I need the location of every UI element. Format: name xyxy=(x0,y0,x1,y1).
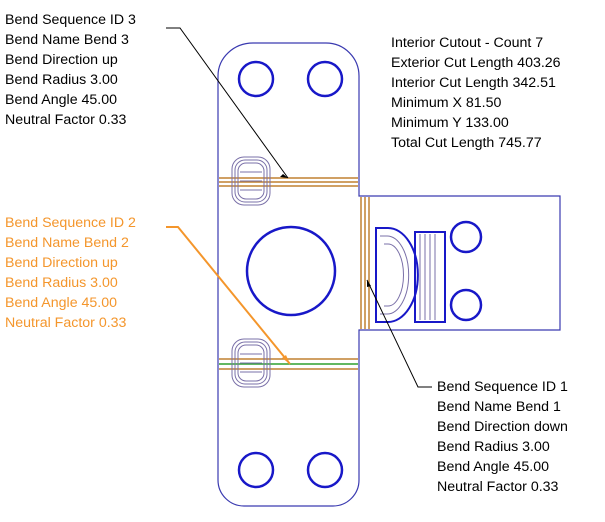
minimum-y: Minimum Y 133.00 xyxy=(391,115,509,131)
bend-3-leader xyxy=(166,27,289,179)
bend-1-name: Bend Name Bend 1 xyxy=(437,399,561,415)
mounting-hole-top-right[interactable] xyxy=(306,60,344,98)
bend-1-sequence-id: Bend Sequence ID 1 xyxy=(437,379,568,395)
interior-cut-length: Interior Cut Length 342.51 xyxy=(391,75,556,91)
bend-2-angle: Bend Angle 45.00 xyxy=(5,295,118,311)
total-cut-length: Total Cut Length 745.77 xyxy=(391,135,542,151)
bend-2-radius: Bend Radius 3.00 xyxy=(5,275,118,291)
bend-1-direction: Bend Direction down xyxy=(437,419,568,435)
mounting-hole-flange-bottom[interactable] xyxy=(449,288,483,322)
bend-3-direction: Bend Direction up xyxy=(5,52,118,68)
bend-2-name: Bend Name Bend 2 xyxy=(5,235,129,251)
bend-1-lines[interactable] xyxy=(360,197,370,329)
exterior-cut-length: Exterior Cut Length 403.26 xyxy=(391,55,561,71)
bend-1-radius: Bend Radius 3.00 xyxy=(437,439,550,455)
minimum-x: Minimum X 81.50 xyxy=(391,95,502,111)
bend-3-name: Bend Name Bend 3 xyxy=(5,32,129,48)
bend-3-leader-arrowhead xyxy=(280,174,288,178)
bend-2-annotation[interactable]: Bend Sequence ID 2 Bend Name Bend 2 Bend… xyxy=(5,213,136,333)
bend-3-angle: Bend Angle 45.00 xyxy=(5,92,118,108)
bend-2-leader xyxy=(166,226,291,365)
bend-3-annotation[interactable]: Bend Sequence ID 3 Bend Name Bend 3 Bend… xyxy=(5,10,136,130)
mounting-hole-top-left[interactable] xyxy=(237,60,275,98)
bend-3-lines[interactable] xyxy=(219,177,358,187)
formed-feature-upper[interactable] xyxy=(231,156,271,206)
cut-summary-annotation[interactable]: Interior Cutout - Count 7 Exterior Cut L… xyxy=(391,33,561,153)
center-hole[interactable] xyxy=(245,225,337,317)
formed-feature-lower[interactable] xyxy=(231,338,271,388)
bend-2-neutral-factor: Neutral Factor 0.33 xyxy=(5,315,127,331)
bend-1-leader-arrowhead xyxy=(367,280,371,287)
bend-2-sequence-id: Bend Sequence ID 2 xyxy=(5,215,136,231)
bend-2-lines[interactable] xyxy=(219,358,358,370)
bend-1-angle: Bend Angle 45.00 xyxy=(437,459,550,475)
mounting-hole-flange-top[interactable] xyxy=(449,220,483,254)
mounting-hole-bottom-right[interactable] xyxy=(306,451,344,489)
bend-1-leader xyxy=(366,279,432,388)
bend-1-annotation[interactable]: Bend Sequence ID 1 Bend Name Bend 1 Bend… xyxy=(437,377,568,497)
mounting-hole-bottom-left[interactable] xyxy=(237,451,275,489)
bend-3-radius: Bend Radius 3.00 xyxy=(5,72,118,88)
flange-formed-cutout[interactable] xyxy=(375,227,446,323)
bend-3-neutral-factor: Neutral Factor 0.33 xyxy=(5,112,127,128)
bend-2-direction: Bend Direction up xyxy=(5,255,118,271)
part-outline[interactable] xyxy=(217,42,561,507)
bend-3-sequence-id: Bend Sequence ID 3 xyxy=(5,12,136,28)
interior-cutout-count: Interior Cutout - Count 7 xyxy=(391,35,544,51)
bend-2-leader-arrowhead xyxy=(282,355,290,364)
bend-1-neutral-factor: Neutral Factor 0.33 xyxy=(437,479,559,495)
